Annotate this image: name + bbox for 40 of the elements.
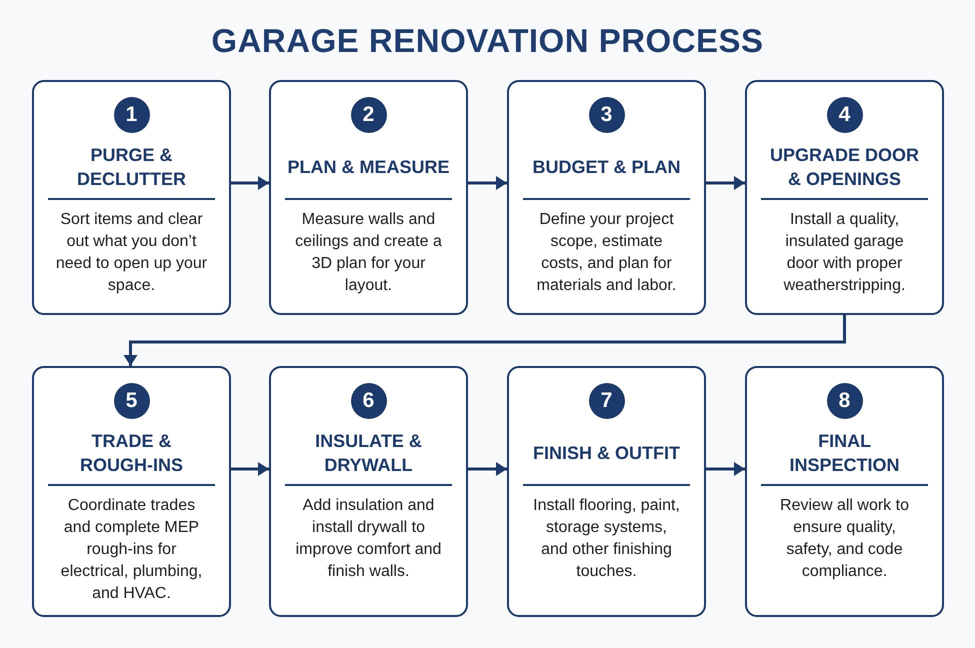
arrow — [706, 462, 745, 476]
step-description: Install flooring, paint, storage systems, and other finishing touches. — [532, 496, 681, 582]
step-card — [745, 366, 944, 617]
title: GARAGE RENOVATION PROCESS — [211, 21, 764, 61]
step-heading: TRADE & ROUGH-INS — [79, 430, 184, 477]
step-heading: PLAN & MEASURE — [287, 156, 450, 179]
step-description: Sort items and clear out what you don’t need to open up your space. — [56, 210, 208, 296]
step-card — [269, 366, 468, 617]
step-number-badge: 2 — [350, 97, 386, 133]
step-number-badge: 1 — [114, 97, 150, 133]
step-card — [32, 366, 231, 617]
step-heading: FINISH & OUTFIT — [532, 442, 680, 465]
step-card — [507, 80, 706, 315]
step-heading: FINAL INSPECTION — [788, 430, 900, 477]
arrow — [231, 176, 269, 190]
step-description: Measure walls and ceilings and create a 3D plan for your layout. — [294, 210, 443, 296]
step-number-badge: 6 — [350, 383, 386, 419]
step-heading: PURGE & DECLUTTER — [76, 144, 187, 191]
step-heading: INSULATE & DRYWALL — [314, 430, 423, 477]
arrow — [468, 176, 507, 190]
arrow — [468, 462, 507, 476]
step-card — [269, 80, 468, 315]
step-number-badge: 4 — [826, 97, 862, 133]
step-card — [32, 80, 231, 315]
step-heading: UPGRADE DOOR & OPENINGS — [768, 144, 920, 191]
arrow — [231, 462, 269, 476]
step-number-badge: 3 — [588, 97, 624, 133]
step-card — [507, 366, 706, 617]
arrow — [706, 176, 745, 190]
step-number-badge: 5 — [114, 383, 150, 419]
step-card — [745, 80, 944, 315]
step-description: Define your project scope, estimate costs, and plan for materials and labor. — [536, 210, 678, 296]
step-description: Install a quality, insulated garage door with proper weatherstripping. — [782, 210, 906, 296]
step-description: Coordinate trades and complete MEP rough-ins for electrical, plumbing, and HVAC. — [60, 496, 204, 604]
step-description: Review all work to ensure quality, safety, and code compliance. — [779, 496, 910, 582]
step-description: Add insulation and install drywall to improve comfort and finish walls. — [294, 496, 442, 582]
step-heading: BUDGET & PLAN — [532, 156, 681, 179]
step-number-badge: 8 — [826, 383, 862, 419]
arrow — [124, 315, 846, 366]
step-number-badge: 7 — [588, 383, 624, 419]
